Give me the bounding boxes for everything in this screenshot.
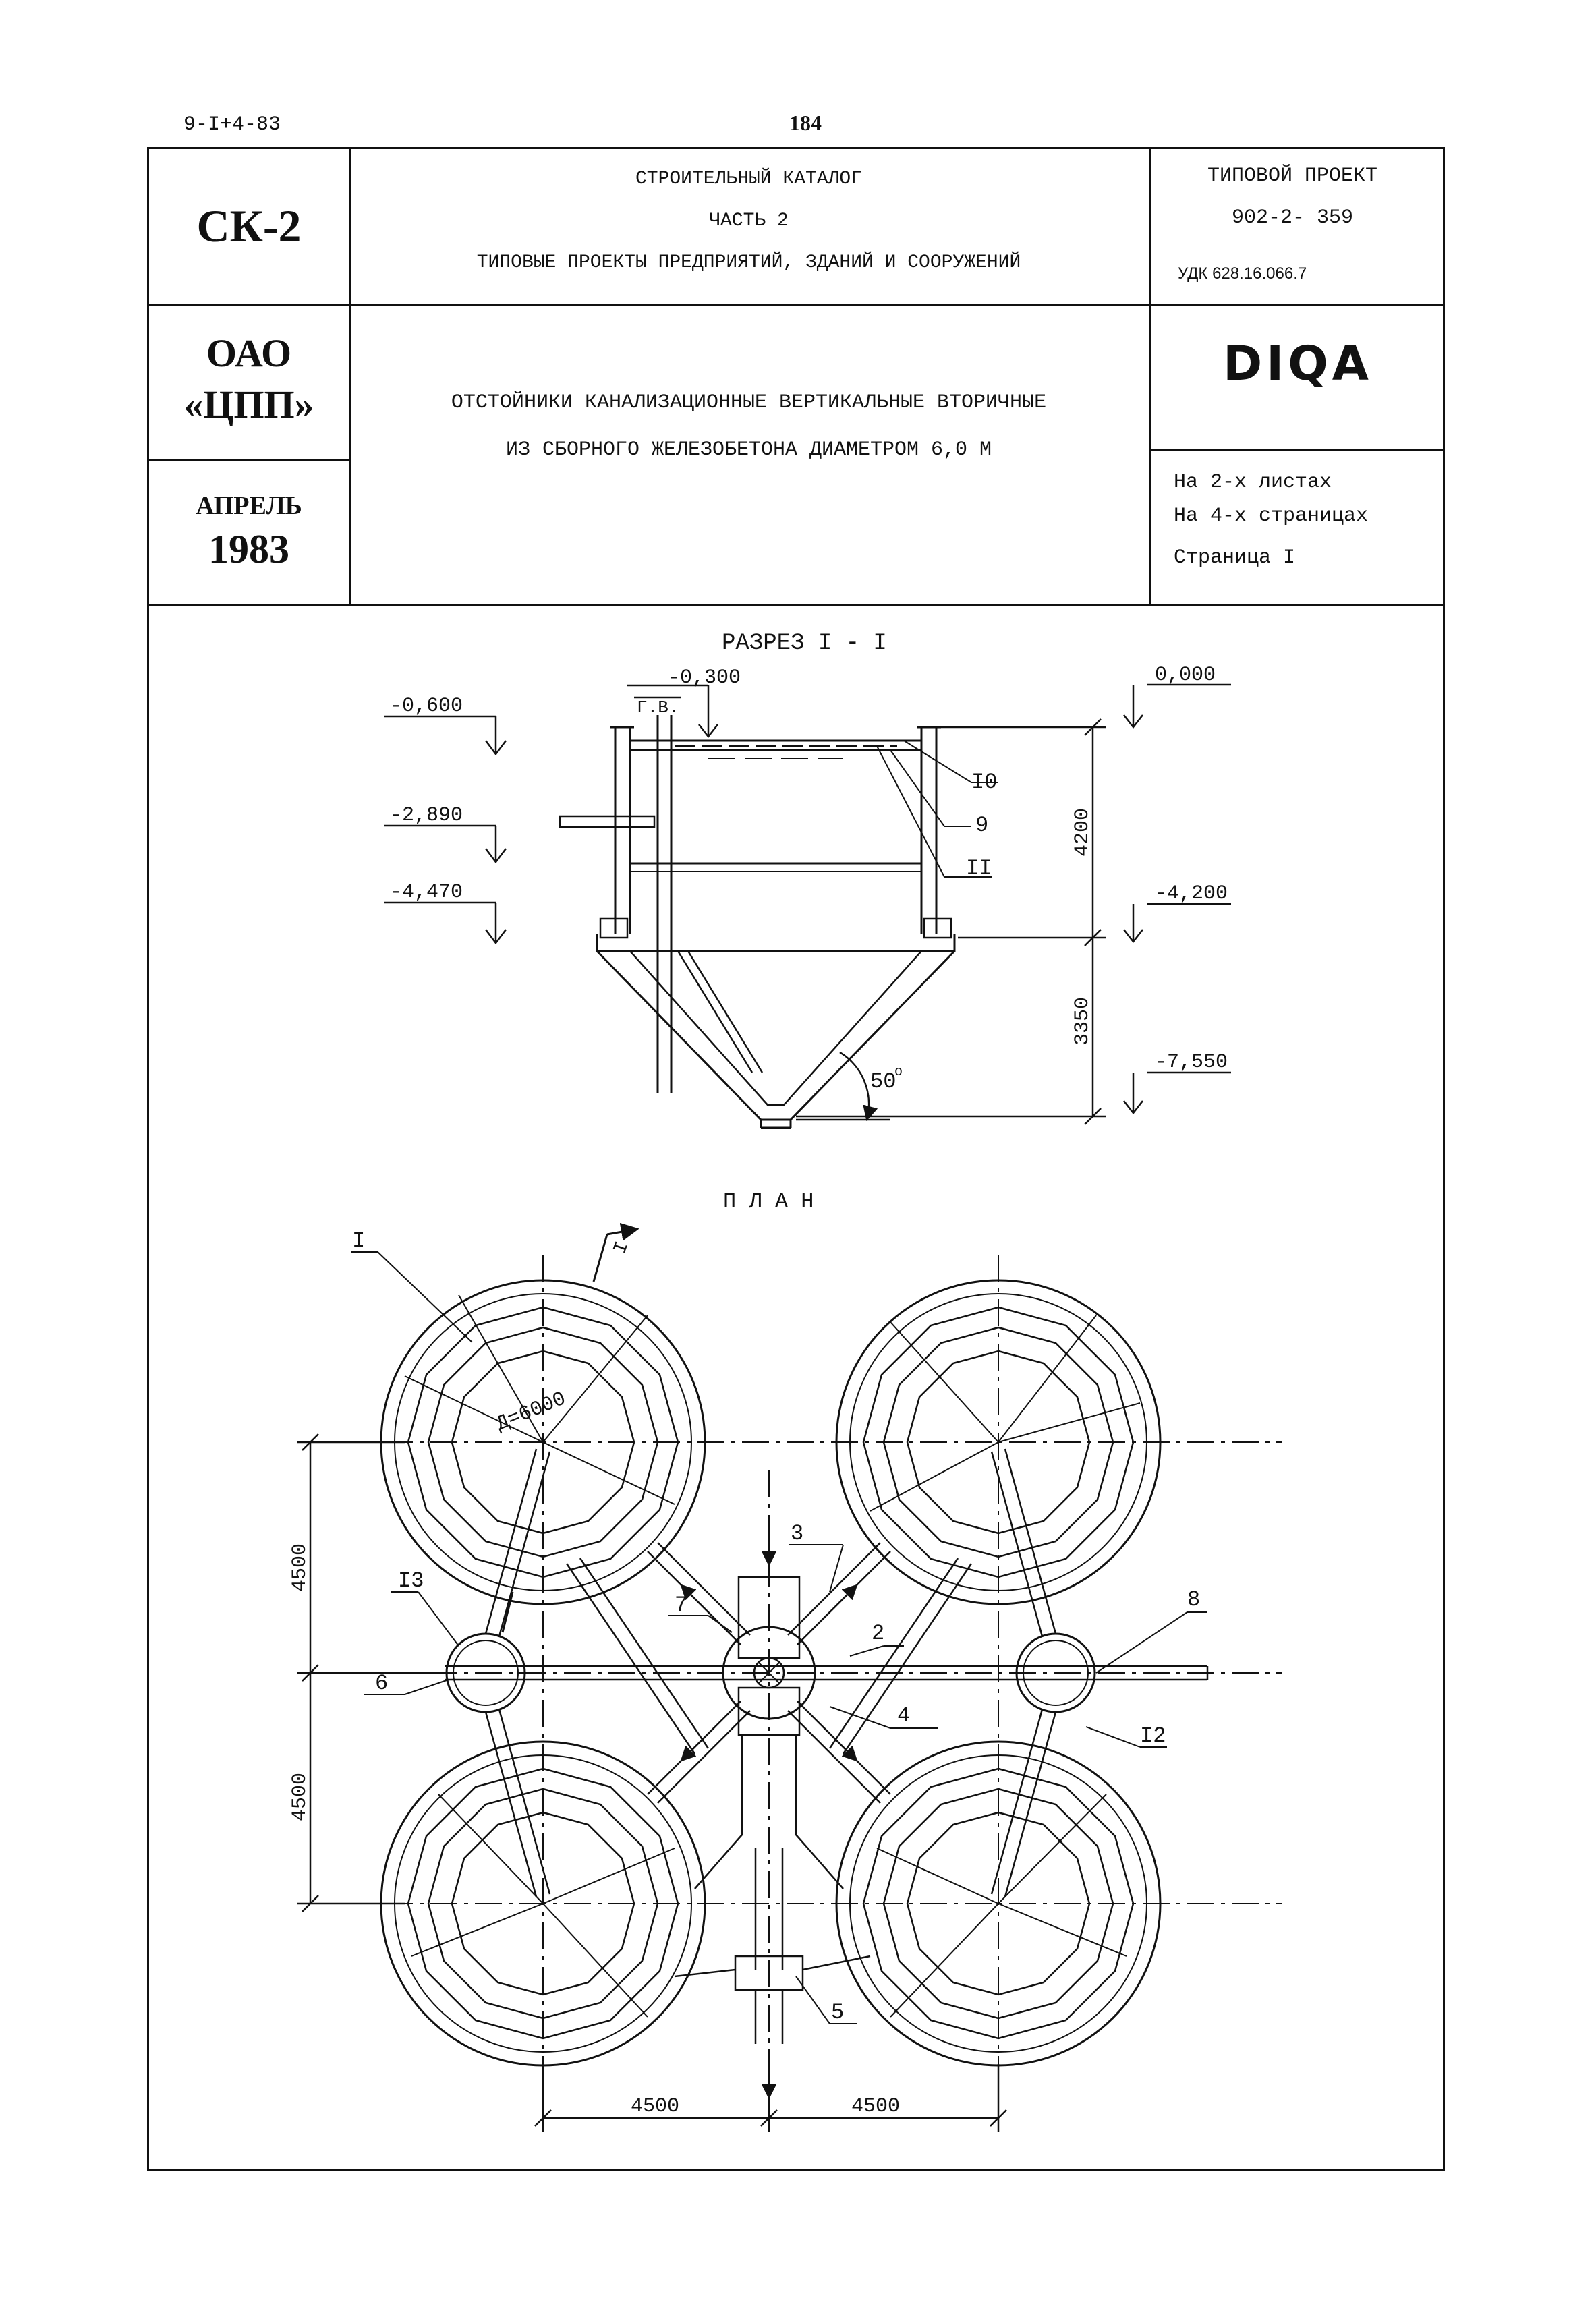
- plan-dimension-vertical-top: 4500: [289, 1543, 312, 1592]
- elevation-minus-0-600: -0,600: [390, 695, 463, 718]
- title-block-vdivider-2: [1149, 147, 1151, 606]
- date-month: АПРЕЛЬ: [196, 492, 302, 520]
- current-page: Страница I: [1174, 546, 1296, 569]
- section-cut-mark: I: [610, 1239, 633, 1257]
- plan-dimension-horizontal-right: 4500: [851, 2095, 900, 2118]
- cone-inner: [629, 950, 922, 1106]
- plan-callout-7: 7: [675, 1593, 687, 1618]
- plan-callout-3: 3: [791, 1521, 803, 1546]
- plan-callout-4: 4: [897, 1703, 910, 1728]
- title-block-vdivider-1: [349, 147, 351, 606]
- catalog-line-3: ТИПОВЫЕ ПРОЕКТЫ ПРЕДПРИЯТИЙ, ЗДАНИЙ И СО…: [476, 252, 1021, 273]
- cone-outer: [596, 950, 956, 1121]
- elevation-minus-4-470: -4,470: [390, 881, 463, 904]
- plan-title: П Л А Н: [723, 1189, 814, 1214]
- catalog-line-2: ЧАСТЬ 2: [709, 210, 789, 231]
- water-level-mark: Г.В.: [637, 697, 679, 718]
- section-view: [384, 683, 1231, 1129]
- catalog-line-1: СТРОИТЕЛЬНЫЙ КАТАЛОГ: [635, 169, 863, 190]
- plan-view: [297, 1222, 1282, 2132]
- tank-top-right: [835, 1279, 1162, 1605]
- object-title-line-2: ИЗ СБОРНОГО ЖЕЛЕЗОБЕТОНА ДИАМЕТРОМ 6,0 М: [505, 438, 992, 461]
- page-number: 184: [789, 111, 822, 135]
- plan-callout-1: I: [352, 1228, 365, 1253]
- callout-11: II: [966, 856, 992, 881]
- object-title-line-1: ОТСТОЙНИКИ КАНАЛИЗАЦИОННЫЕ ВЕРТИКАЛЬНЫЕ …: [451, 391, 1047, 414]
- plan-callout-6: 6: [375, 1671, 388, 1696]
- plan-dimension-vertical-bottom: 4500: [289, 1773, 312, 1821]
- plan-callout-2: 2: [872, 1621, 884, 1646]
- dimension-3350: 3350: [1071, 997, 1094, 1046]
- elevation-0-000: 0,000: [1155, 664, 1216, 687]
- title-block-divider-1: [147, 304, 1445, 306]
- tank-diameter-label: Д=6000: [493, 1388, 569, 1436]
- document-code: 9-I+4-83: [183, 113, 281, 136]
- elevation-minus-4-200: -4,200: [1155, 882, 1228, 905]
- cone-angle: 50: [870, 1069, 896, 1094]
- drawing-frame: [147, 147, 1445, 2171]
- cone-angle-degree: о: [894, 1064, 903, 1080]
- project-number: 902-2- 359: [1231, 206, 1354, 229]
- section-title: РАЗРЕЗ I - I: [722, 631, 887, 656]
- plan-callout-8: 8: [1187, 1587, 1200, 1612]
- org-line-1: ОАО: [206, 331, 292, 375]
- dimension-4200: 4200: [1071, 808, 1094, 857]
- sheets-count: На 2-х листах: [1174, 471, 1332, 494]
- callout-9: 9: [975, 813, 988, 838]
- elevation-minus-0-300: -0,300: [668, 666, 741, 689]
- title-block-divider-2: [1151, 449, 1445, 451]
- drawing-code: DIQA: [1223, 336, 1373, 391]
- elevation-minus-7-550: -7,550: [1155, 1051, 1228, 1074]
- pages-count: На 4-х страницах: [1174, 505, 1369, 527]
- title-block-divider-4: [147, 604, 1445, 606]
- plan-dimension-horizontal-left: 4500: [631, 2095, 679, 2118]
- project-label: ТИПОВОЙ ПРОЕКТ: [1207, 165, 1378, 188]
- callout-10: I0: [971, 770, 997, 795]
- plan-callout-13: I3: [398, 1568, 424, 1593]
- distribution-chamber: [722, 1626, 816, 1720]
- org-line-2: «ЦПП»: [183, 382, 314, 426]
- date-year: 1983: [208, 527, 289, 571]
- series-label: СК-2: [196, 200, 302, 252]
- elevation-minus-2-890: -2,890: [390, 804, 463, 827]
- plan-callout-12: I2: [1140, 1723, 1166, 1748]
- plan-callout-5: 5: [831, 2000, 844, 2025]
- udk-code: УДК 628.16.066.7: [1178, 264, 1307, 283]
- title-block-divider-3: [147, 459, 351, 461]
